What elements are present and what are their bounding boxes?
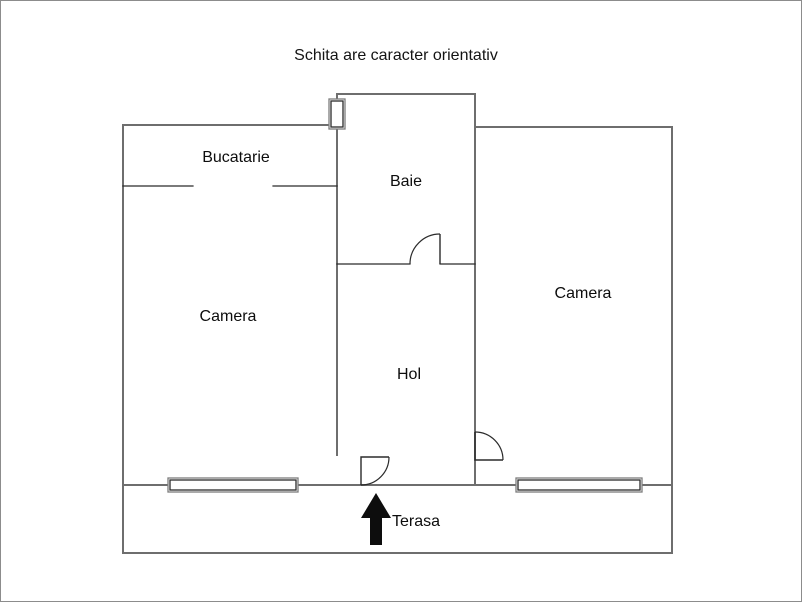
door-camera-dreapta-arc <box>474 431 504 461</box>
room-label-baie: Baie <box>390 173 422 190</box>
window-baie <box>330 100 344 128</box>
door-baie-arc <box>409 233 441 265</box>
room-label-hol: Hol <box>397 366 421 383</box>
window-camera-dreapta <box>517 479 641 491</box>
door-entrance-hol-arc <box>360 456 390 486</box>
entrance-arrow <box>361 493 391 545</box>
room-label-bucatarie: Bucatarie <box>202 149 270 166</box>
room-label-camera-stanga: Camera <box>200 308 257 325</box>
partition-walls-group <box>122 185 476 265</box>
room-label-camera-dreapta: Camera <box>555 285 612 302</box>
doors-group <box>360 233 504 486</box>
door-camera-dreapta-leaf <box>474 432 503 461</box>
room-label-terasa: Terasa <box>392 513 440 530</box>
window-camera-stanga <box>169 479 297 491</box>
door-entrance-hol-leaf <box>360 456 389 485</box>
page-title: Schita are caracter orientativ <box>294 47 498 64</box>
windows-group <box>167 98 643 493</box>
